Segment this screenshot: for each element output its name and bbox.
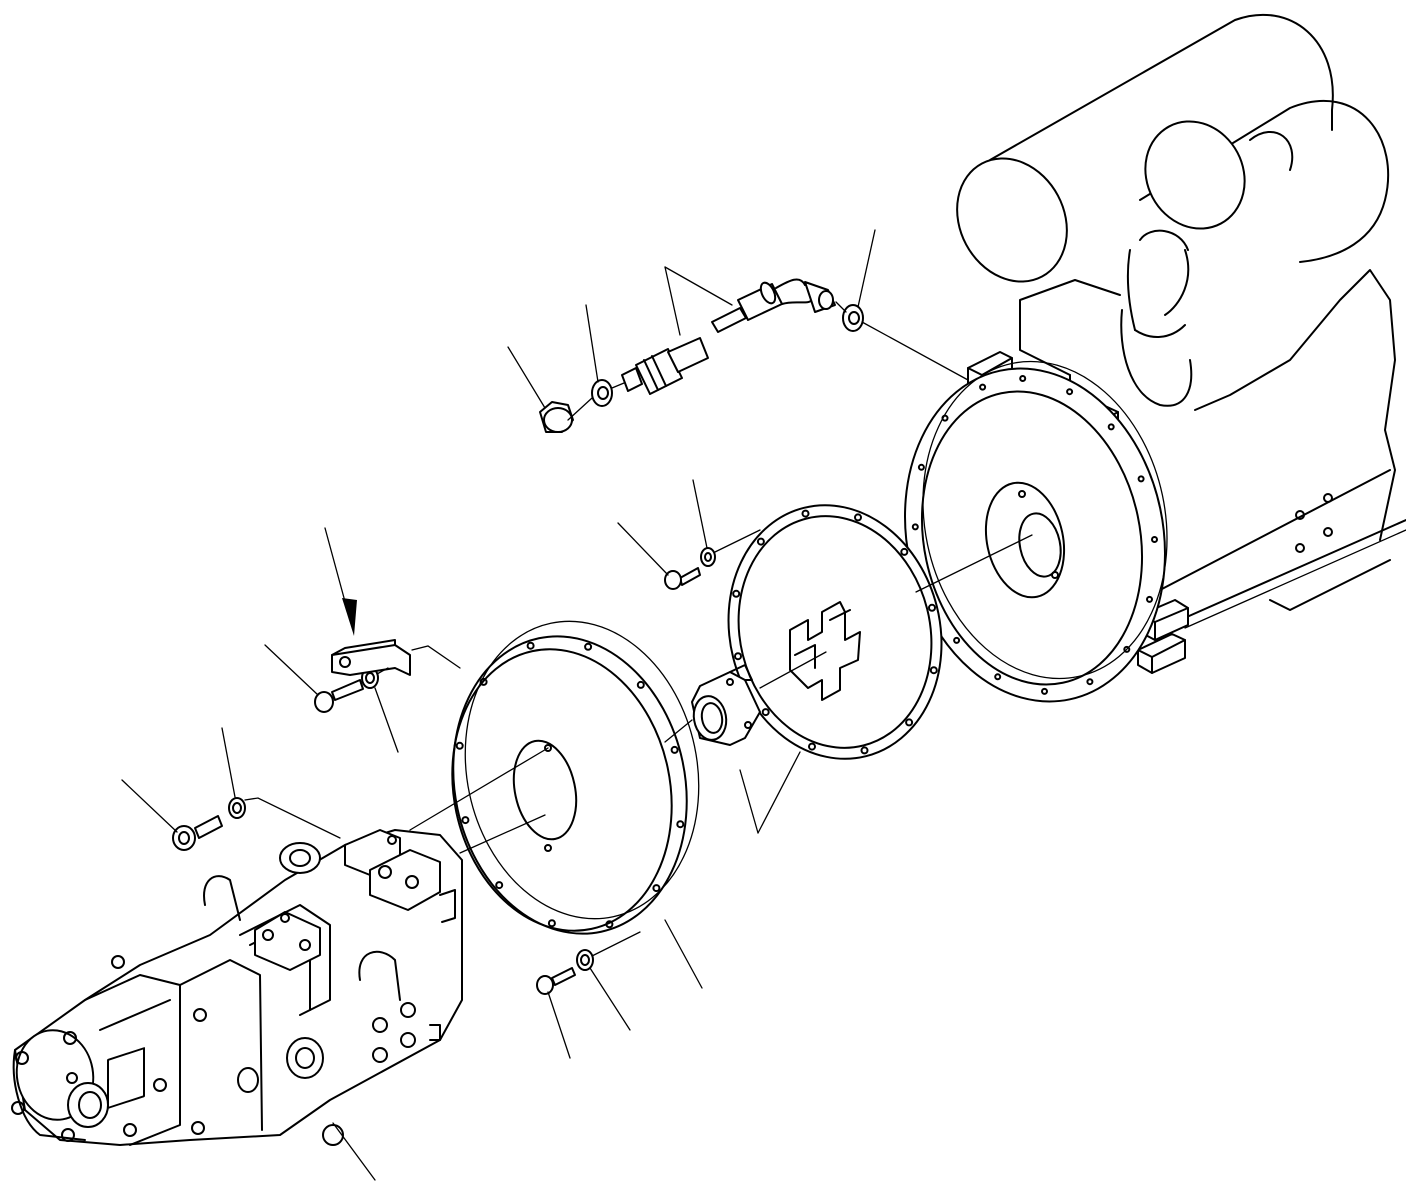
bolt-hole xyxy=(917,463,925,471)
bolt-hole xyxy=(1086,678,1094,686)
bracket xyxy=(331,639,411,676)
bolt-hole xyxy=(911,523,919,531)
flywheel xyxy=(727,504,943,760)
bolt-hole xyxy=(860,746,869,755)
bolt-hole xyxy=(808,742,816,751)
bolt-hole xyxy=(928,603,936,612)
bolt-hole xyxy=(761,708,770,717)
bolt-hole xyxy=(605,920,614,929)
bolt-hole xyxy=(734,652,742,661)
bolt-hole xyxy=(905,718,914,727)
bolt-hole xyxy=(584,642,593,651)
bolt-hole xyxy=(526,641,535,650)
flange-bolt-holes xyxy=(455,641,685,929)
bolt-hole xyxy=(1066,388,1074,396)
bolt-hole xyxy=(1041,687,1048,695)
coupling xyxy=(691,664,761,746)
bolt-hole xyxy=(941,414,949,422)
leader-lines xyxy=(121,229,876,1181)
housing-bolt-holes xyxy=(911,375,1158,695)
bolt-hole xyxy=(801,509,810,518)
pump-mounting-flange xyxy=(451,620,700,935)
bolt-hole xyxy=(994,673,1002,681)
bolt-hole xyxy=(479,677,488,686)
bolt-hole xyxy=(670,745,679,754)
bolt-hole xyxy=(1146,595,1153,603)
bolt-hole xyxy=(1137,475,1145,483)
flywheel-bolt-holes xyxy=(732,509,938,755)
bolt-hole xyxy=(1123,645,1131,653)
bolt-hole xyxy=(547,919,556,928)
bolt-hole xyxy=(756,537,765,546)
pipe-assembly xyxy=(621,278,836,395)
bolt-hole xyxy=(1019,375,1027,382)
bolt-hole xyxy=(455,741,464,750)
assembly-lines xyxy=(244,301,1033,957)
cap xyxy=(539,401,574,433)
hydraulic-pump xyxy=(11,829,463,1146)
bolt-hole xyxy=(1151,536,1158,543)
bolt-hole xyxy=(652,884,661,893)
bolt-hole xyxy=(495,881,504,890)
bolt-hole xyxy=(461,816,470,825)
bolt-hole xyxy=(1107,423,1115,431)
bolt-hole xyxy=(676,820,685,829)
bolt-hole xyxy=(979,383,987,391)
bolt xyxy=(172,567,701,995)
bolt-hole xyxy=(636,680,645,689)
bolt-hole xyxy=(732,589,741,598)
engine-flywheel-housing xyxy=(904,360,1168,703)
washer xyxy=(228,304,864,971)
bolt-hole xyxy=(929,666,938,675)
bolt-hole xyxy=(854,513,862,522)
bolt-hole xyxy=(953,636,961,644)
bolt-hole xyxy=(900,547,909,556)
